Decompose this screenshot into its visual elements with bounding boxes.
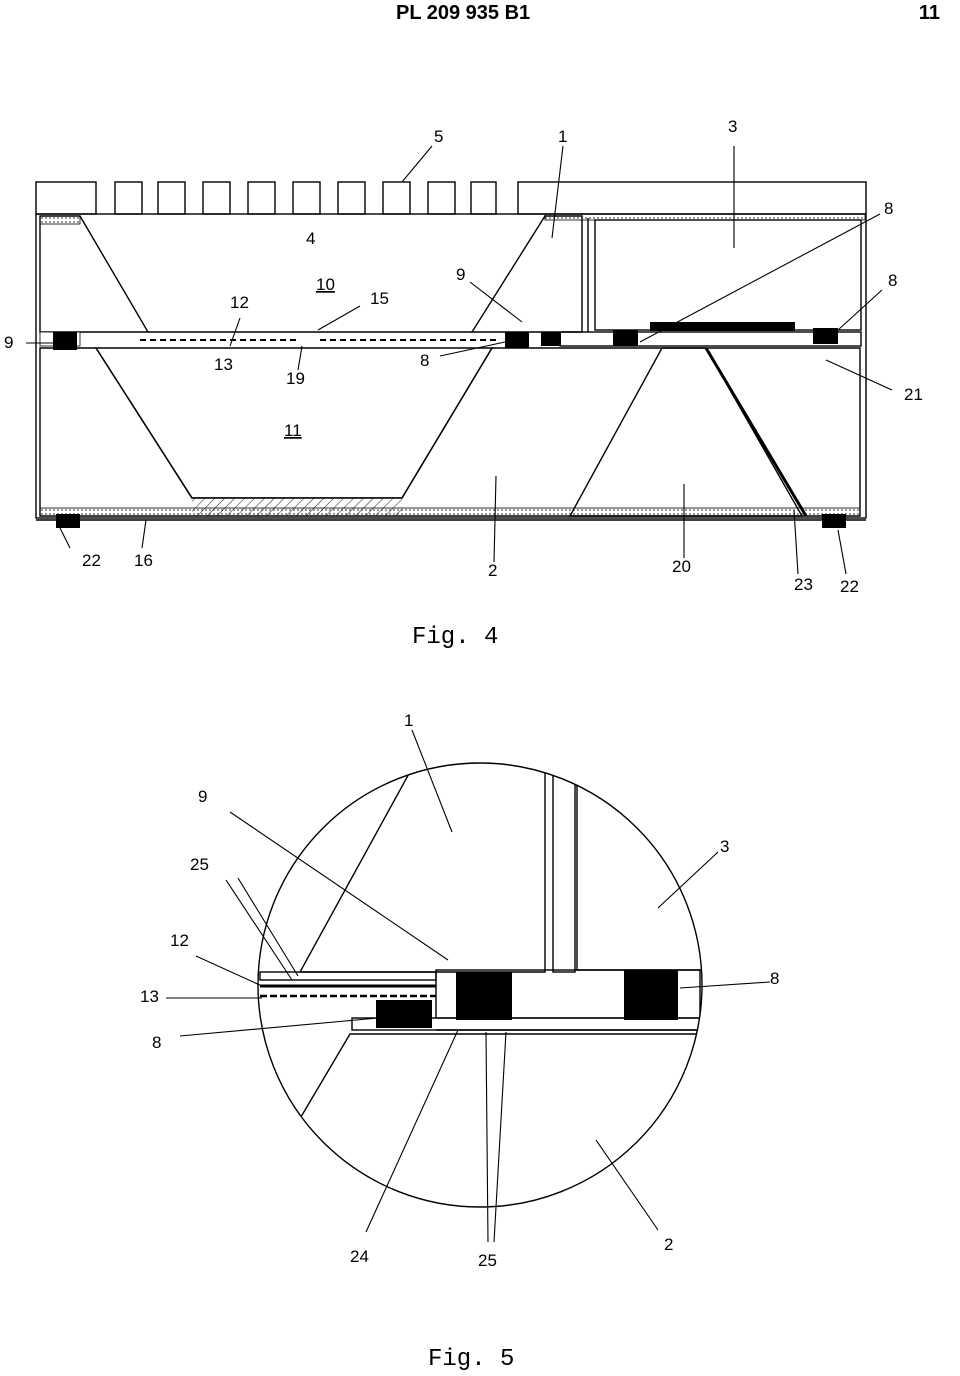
fig4-pad-9 bbox=[53, 332, 77, 350]
fig5-label-24: 24 bbox=[350, 1247, 369, 1266]
fig4-label-12: 12 bbox=[230, 293, 249, 312]
fig4-label-4: 4 bbox=[306, 229, 315, 248]
fig5-label-8b: 8 bbox=[152, 1033, 161, 1052]
fig5-diagram: 1 9 25 3 12 13 8 8 24 25 2 bbox=[140, 711, 779, 1270]
fig4-label-16: 16 bbox=[134, 551, 153, 570]
fig4-label-22b: 22 bbox=[840, 577, 859, 596]
fig5-label-9: 9 bbox=[198, 787, 207, 806]
fig4-label-13: 13 bbox=[214, 355, 233, 374]
fig4-label-19: 19 bbox=[286, 369, 305, 388]
fig5-label-2: 2 bbox=[664, 1235, 673, 1254]
fig4-label-2: 2 bbox=[488, 561, 497, 580]
fig4-label-9b: 9 bbox=[4, 333, 13, 352]
fig5-label-1: 1 bbox=[404, 711, 413, 730]
fig4-label-23: 23 bbox=[794, 575, 813, 594]
fig5-label-25b: 25 bbox=[478, 1251, 497, 1270]
fig4-label-8a: 8 bbox=[884, 199, 893, 218]
fig4-label-10: 10 bbox=[316, 275, 335, 294]
fig5-label-8a: 8 bbox=[770, 969, 779, 988]
document-number: PL 209 935 B1 bbox=[396, 2, 531, 24]
fig4-label-21: 21 bbox=[904, 385, 923, 404]
fig4-label-5: 5 bbox=[434, 127, 443, 146]
fig5-detail-circle bbox=[257, 762, 703, 1208]
fig5-label-3: 3 bbox=[720, 837, 729, 856]
fig4-pad-8 bbox=[505, 332, 529, 348]
fig4-label-20: 20 bbox=[672, 557, 691, 576]
fig5-label-25a: 25 bbox=[190, 855, 209, 874]
fig4-label-22a: 22 bbox=[82, 551, 101, 570]
fig4-label-1: 1 bbox=[558, 127, 567, 146]
fig5-label-12: 12 bbox=[170, 931, 189, 950]
fig4-caption: Fig. 4 bbox=[412, 624, 499, 651]
fig5-caption: Fig. 5 bbox=[428, 1346, 515, 1373]
fig5-label-13: 13 bbox=[140, 987, 159, 1006]
page-number: 11 bbox=[918, 2, 940, 24]
fig4-wedge-20 bbox=[568, 347, 804, 517]
fig4-label-8c: 8 bbox=[420, 351, 429, 370]
fig4-diagram: 5 1 3 8 8 4 9 10 12 15 9 13 19 8 21 11 2… bbox=[4, 117, 923, 596]
fig4-label-8b: 8 bbox=[888, 271, 897, 290]
fig4-perforated-plate bbox=[114, 181, 497, 215]
fig4-label-11: 11 bbox=[284, 421, 302, 440]
fig4-label-3: 3 bbox=[728, 117, 737, 136]
fig4-label-15: 15 bbox=[370, 289, 389, 308]
fig4-label-9a: 9 bbox=[456, 265, 465, 284]
